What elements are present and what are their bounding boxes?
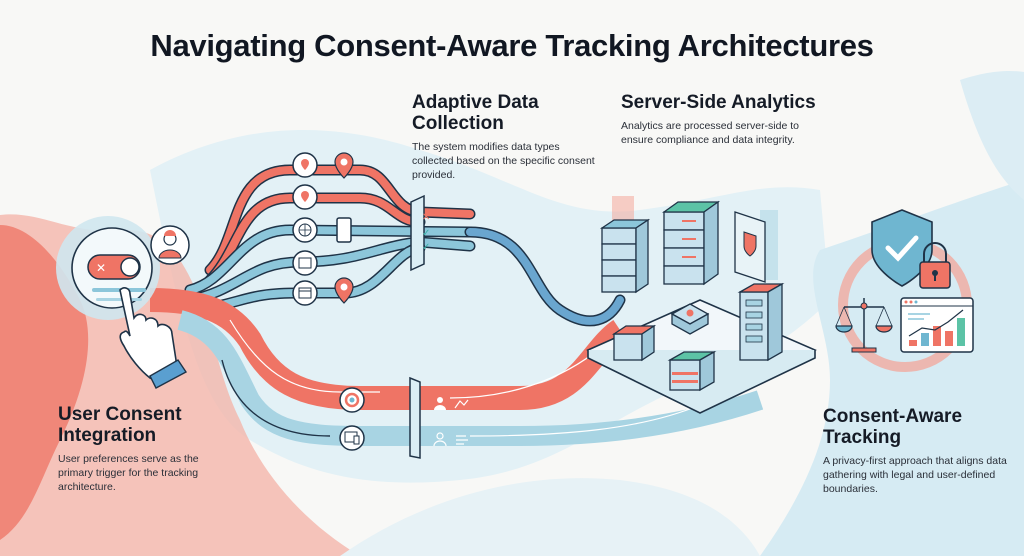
gate-x-mark: ✕ — [422, 212, 430, 223]
mobile-phone-icon — [336, 217, 352, 243]
server-tower-right — [737, 282, 785, 362]
data-node-checkbox-window — [292, 250, 318, 276]
shield-check-icon — [871, 209, 933, 287]
section-heading: Adaptive Data Collection — [412, 92, 539, 134]
gate-check-mark-1: ✓ — [422, 228, 430, 239]
section-heading: Server-Side Analytics — [621, 92, 816, 113]
consent-filter-gate: ✕ ✓ ✓ — [410, 194, 430, 272]
data-node-browser-window — [292, 280, 318, 306]
section-heading: Consent-Aware Tracking — [823, 406, 963, 448]
section-user-consent-integration: User Consent Integration User preference… — [58, 404, 228, 494]
server-stack-left — [599, 218, 651, 294]
data-node-location-2 — [292, 184, 318, 210]
data-node-globe — [292, 217, 318, 243]
security-panel — [734, 211, 766, 283]
section-consent-aware-tracking: Consent-Aware Tracking A privacy-first a… — [823, 406, 1013, 496]
user-icon — [437, 397, 443, 403]
section-body: A privacy-first approach that aligns dat… — [823, 455, 1007, 495]
padlock-icon — [919, 242, 951, 289]
upper-data-streams — [184, 164, 626, 327]
section-body: User preferences serve as the primary tr… — [58, 453, 199, 493]
background-blob-coral-left-strong — [0, 225, 89, 540]
lower-gate — [409, 376, 421, 459]
server-box-front — [667, 350, 717, 392]
checkbox-window-icon — [298, 257, 312, 269]
gate-check-mark-2: ✓ — [422, 242, 430, 253]
x-icon: ✕ — [96, 261, 106, 275]
section-body: The system modifies data types collected… — [412, 141, 595, 181]
pointing-hand-icon — [119, 287, 188, 389]
server-platform — [586, 196, 817, 414]
page-title: Navigating Consent-Aware Tracking Archit… — [150, 28, 874, 63]
background-blob-topright — [960, 70, 1024, 200]
scales-icon — [835, 298, 893, 353]
gate-output-icons — [433, 397, 469, 447]
toggle-knob — [120, 257, 140, 277]
list-icon — [456, 435, 468, 445]
server-stack-center — [661, 200, 721, 286]
analytics-dashboard-icon — [900, 297, 974, 353]
data-node-location-1 — [292, 152, 318, 178]
processing-chip — [670, 303, 710, 335]
consent-toggle-widget: ✕ — [56, 216, 160, 320]
node-devices — [339, 425, 365, 451]
location-pin-icon — [301, 191, 309, 202]
avatar — [150, 225, 190, 265]
section-body: Analytics are processed server-side to e… — [621, 120, 799, 146]
stream-coral-lower — [149, 288, 628, 410]
background-blob-bottom — [340, 478, 760, 556]
node-chrome-browser — [339, 387, 365, 413]
location-pin-icon — [301, 159, 309, 170]
user-outline-icon — [436, 432, 444, 440]
chart-icon — [454, 399, 469, 409]
section-heading: User Consent Integration — [58, 404, 182, 446]
stream-blue-lower — [177, 310, 764, 446]
chrome-browser-icon — [344, 392, 360, 408]
server-box-left — [611, 324, 657, 362]
shield-check-icon — [743, 231, 757, 257]
browser-window-icon — [298, 287, 312, 299]
section-adaptive-data-collection: Adaptive Data Collection The system modi… — [412, 92, 602, 182]
section-server-side-analytics: Server-Side Analytics Analytics are proc… — [621, 92, 821, 147]
compliance-icons — [835, 209, 974, 372]
